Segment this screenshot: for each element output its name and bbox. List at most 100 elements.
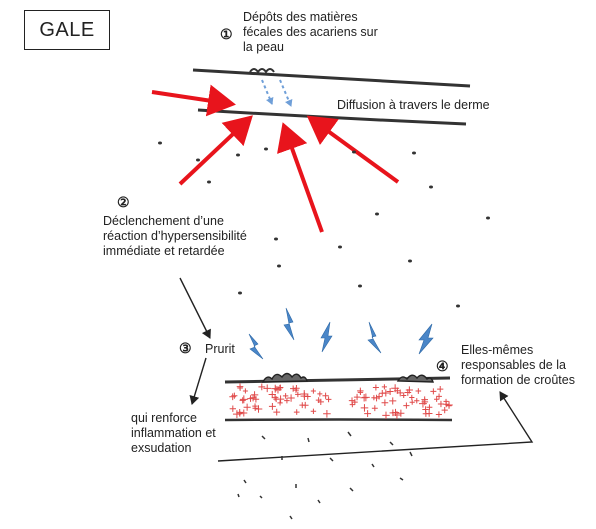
step-2-line: immédiate et retardée [103, 244, 225, 258]
diffusion-label: Diffusion à travers le derme [337, 98, 490, 112]
step-2-line: Déclenchement d’une [103, 214, 224, 228]
step-3-number: ③ [179, 340, 192, 356]
step-4-line: formation de croûtes [461, 373, 575, 387]
red-cross-mark [437, 386, 444, 393]
red-cross-mark [381, 399, 389, 407]
red-cross-mark [250, 391, 259, 399]
page-title: GALE [39, 18, 95, 41]
red-cross-mark [394, 387, 401, 394]
red-crosses [229, 383, 453, 420]
red-cross-mark [436, 393, 442, 400]
red-arrow [178, 115, 253, 186]
title-box: GALE [24, 10, 110, 50]
step-3-effect-line: qui renforce [131, 411, 198, 425]
red-cross-mark [273, 408, 281, 416]
red-cross-mark [426, 404, 433, 411]
step-1-line: Dépôts des matières [243, 10, 358, 24]
arrow-exsudation-to-crusts [217, 391, 534, 462]
lightning-bolts [248, 307, 434, 360]
red-cross-mark [372, 384, 379, 391]
red-cross-mark [443, 401, 450, 408]
step-3-effect-line: exsudation [131, 441, 192, 455]
red-cross-mark [371, 395, 377, 401]
red-cross-mark [434, 396, 440, 402]
red-arrow [306, 115, 400, 184]
red-cross-mark [254, 405, 263, 413]
red-cross-mark [277, 400, 283, 406]
upper-skin-top-line [192, 68, 471, 88]
red-cross-mark [287, 394, 295, 402]
lightning-bolt-icon [248, 333, 264, 360]
crusts [261, 372, 434, 383]
lightning-bolt-icon [418, 323, 434, 355]
red-cross-mark [268, 402, 276, 410]
red-cross-mark [276, 384, 283, 391]
crust-icon [396, 374, 434, 383]
step-4-line: Elles-mêmes [461, 343, 534, 357]
red-cross-mark [364, 410, 372, 418]
red-cross-mark [317, 398, 324, 405]
red-cross-mark [409, 394, 415, 401]
red-cross-mark [361, 393, 370, 402]
arrow-to-inflammation [189, 357, 207, 405]
red-cross-mark [404, 389, 412, 396]
step-2-number: ② [117, 194, 130, 210]
red-cross-mark [310, 388, 316, 394]
red-cross-mark [249, 394, 257, 402]
lightning-bolt-icon [320, 321, 333, 353]
step-1-number: ① [220, 26, 233, 42]
red-cross-mark [263, 384, 272, 393]
red-cross-mark [378, 389, 386, 397]
lower-skin-bottom-line [224, 418, 453, 422]
red-cross-mark [414, 398, 420, 404]
lower-marks [237, 431, 413, 520]
red-cross-mark [229, 405, 237, 412]
red-cross-mark [403, 402, 410, 409]
red-arrows [151, 84, 400, 233]
red-cross-mark [382, 411, 390, 420]
red-cross-mark [317, 391, 323, 397]
red-cross-mark [236, 410, 243, 417]
red-cross-mark [323, 410, 331, 418]
lightning-bolt-icon [367, 321, 382, 354]
step-4-line: responsables de la [461, 358, 566, 372]
red-cross-mark [401, 392, 407, 398]
step-1-text: Dépôts des matières fécales des acariens… [243, 10, 378, 55]
red-cross-mark [437, 400, 445, 408]
red-cross-mark [239, 395, 248, 404]
step-3-effect-text: qui renforce inflammation et exsudation [131, 411, 216, 456]
red-cross-mark [290, 385, 297, 392]
red-cross-mark [295, 391, 301, 398]
red-cross-mark [421, 398, 429, 406]
red-cross-mark [349, 401, 356, 408]
red-cross-mark [435, 411, 442, 418]
red-cross-mark [353, 393, 361, 401]
red-cross-mark [430, 388, 437, 395]
red-cross-mark [282, 393, 289, 399]
red-cross-mark [360, 404, 369, 412]
red-arrow [151, 84, 236, 117]
feces-deposit-icon [249, 68, 275, 74]
red-cross-mark [293, 409, 300, 415]
red-cross-mark [386, 388, 394, 396]
red-arrow [277, 122, 324, 233]
red-cross-mark [389, 409, 397, 417]
red-cross-mark [415, 388, 422, 394]
red-cross-mark [322, 392, 329, 399]
red-cross-mark [299, 402, 306, 409]
red-cross-mark [397, 409, 405, 417]
red-cross-mark [325, 396, 332, 403]
step-1-line: la peau [243, 40, 285, 54]
red-cross-mark [252, 396, 260, 403]
step-2-text: Déclenchement d’une réaction d’hypersens… [103, 214, 247, 259]
red-cross-mark [441, 406, 448, 414]
red-cross-mark [310, 408, 317, 415]
red-cross-mark [418, 399, 427, 408]
red-cross-mark [300, 392, 309, 401]
diffusion-arrow-1 [261, 79, 274, 105]
red-cross-mark [258, 383, 266, 391]
crust-icon [261, 372, 308, 383]
red-cross-mark [240, 409, 248, 417]
